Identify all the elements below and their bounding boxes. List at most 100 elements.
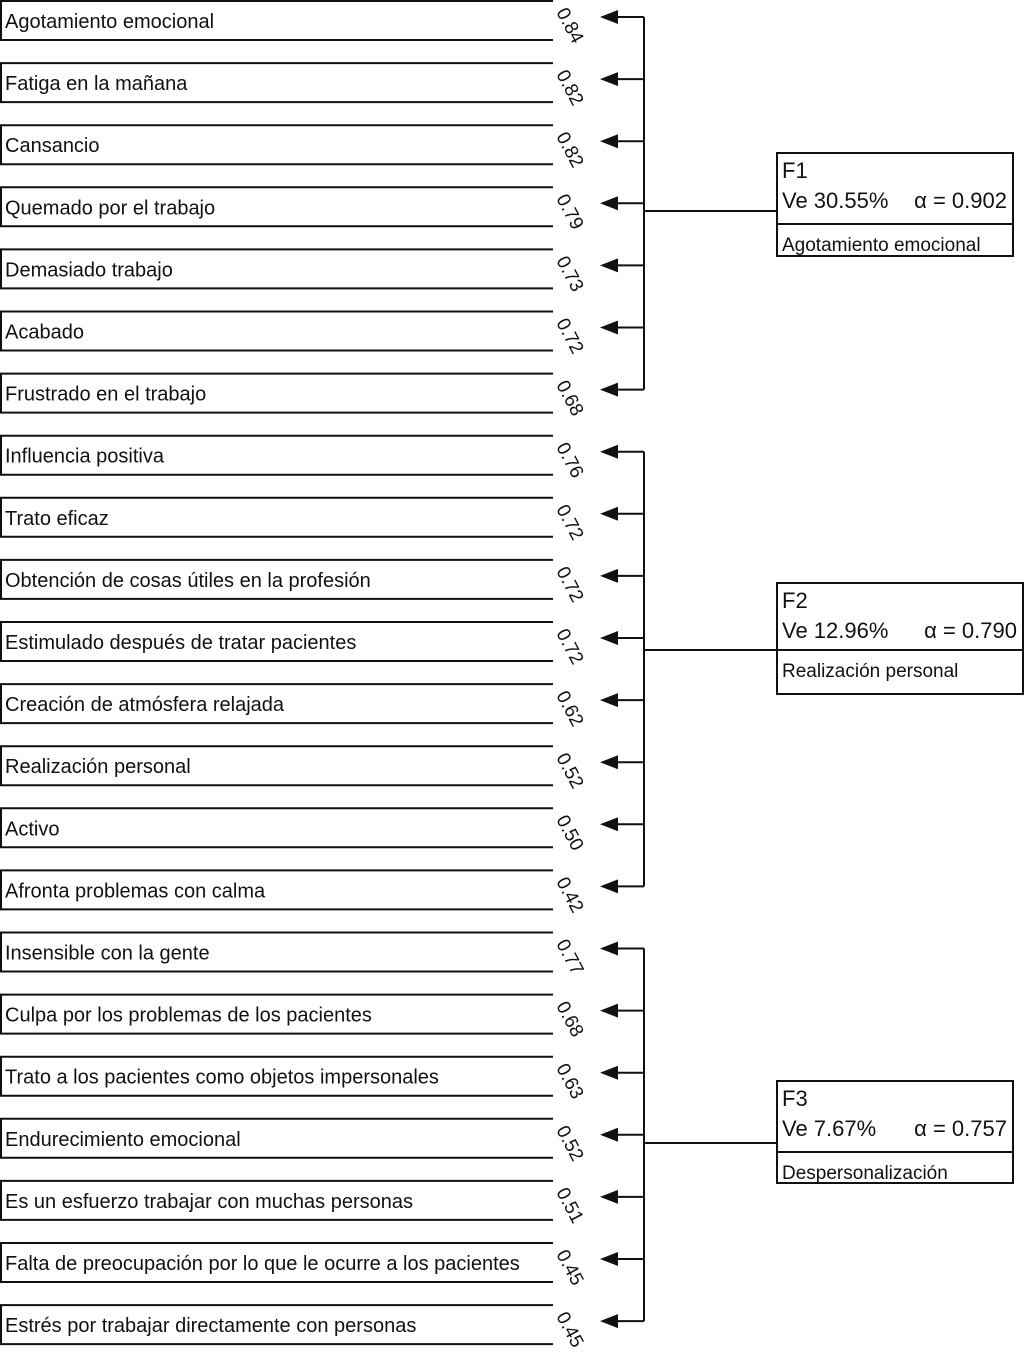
factor-box <box>776 152 1014 257</box>
factor-variance: Ve 7.67% <box>782 1116 876 1141</box>
item-label: Creación de atmósfera relajada <box>5 694 285 716</box>
loading-value: 0.62 <box>551 688 587 731</box>
factor-name: Agotamiento emocional <box>782 235 981 256</box>
item-label: Estrés por trabajar directamente con per… <box>5 1315 416 1337</box>
item-box <box>0 124 553 166</box>
item-box <box>0 869 553 911</box>
arrowhead-icon <box>600 444 618 459</box>
item-label: Trato a los pacientes como objetos imper… <box>5 1067 439 1089</box>
loading-value: 0.45 <box>551 1247 587 1290</box>
arrowhead-icon <box>600 1314 618 1329</box>
item-label: Insensible con la gente <box>5 943 210 965</box>
arrowhead-icon <box>600 1065 618 1080</box>
arrowhead-icon <box>600 1003 618 1018</box>
loading-value: 0.73 <box>551 253 587 296</box>
arrowhead-icon <box>600 10 618 24</box>
item-label: Estimulado después de tratar pacientes <box>5 632 356 654</box>
item-box <box>0 62 553 104</box>
item-box <box>0 248 553 290</box>
arrowhead-icon <box>600 755 618 770</box>
factor-box <box>776 1080 1014 1184</box>
loading-value: 0.68 <box>551 998 587 1041</box>
arrowhead-icon <box>600 941 618 956</box>
factor-box <box>776 582 1024 695</box>
item-label: Fatiga en la mañana <box>5 73 188 95</box>
item-label: Influencia positiva <box>5 446 165 468</box>
item-label: Culpa por los problemas de los pacientes <box>5 1005 372 1027</box>
item-box <box>0 1304 553 1346</box>
item-box <box>0 310 553 352</box>
arrowhead-icon <box>600 134 618 149</box>
item-label: Afronta problemas con calma <box>5 880 266 902</box>
arrowhead-icon <box>600 879 618 894</box>
arrowhead-icon <box>600 196 618 211</box>
arrowhead-icon <box>600 506 618 521</box>
factor-code: F2 <box>782 588 808 613</box>
factor-variance: Ve 12.96% <box>782 618 888 643</box>
item-box <box>0 621 553 662</box>
item-box <box>0 1117 553 1159</box>
arrowhead-icon <box>600 1127 618 1142</box>
factor-name: Despersonalización <box>782 1163 948 1184</box>
loading-value: 0.82 <box>551 129 587 172</box>
loading-value: 0.42 <box>551 874 587 917</box>
item-label: Obtención de cosas útiles en la profesió… <box>5 570 371 592</box>
item-label: Acabado <box>5 322 84 344</box>
item-label: Es un esfuerzo trabajar con muchas perso… <box>5 1191 413 1213</box>
item-label: Frustrado en el trabajo <box>5 384 206 406</box>
item-label: Realización personal <box>5 756 191 778</box>
item-label: Trato eficaz <box>5 508 109 530</box>
arrowhead-icon <box>600 631 618 645</box>
arrowhead-icon <box>600 320 618 335</box>
item-label: Activo <box>5 818 59 840</box>
arrowhead-icon <box>600 72 618 87</box>
item-box <box>0 558 553 600</box>
loading-value: 0.72 <box>551 626 587 669</box>
loading-value: 0.84 <box>551 5 587 48</box>
factor-alpha: α = 0.757 <box>914 1116 1007 1141</box>
loading-value: 0.76 <box>551 439 587 482</box>
arrowhead-icon <box>600 258 618 273</box>
item-box <box>0 1179 553 1221</box>
item-box <box>0 993 553 1035</box>
loading-value: 0.72 <box>551 501 587 544</box>
loading-value: 0.72 <box>551 315 587 358</box>
factor-code: F1 <box>782 158 808 183</box>
factor-alpha: α = 0.790 <box>924 618 1017 643</box>
arrowhead-icon <box>600 817 618 832</box>
loading-value: 0.72 <box>551 563 587 606</box>
item-box <box>0 186 553 228</box>
arrowhead-icon <box>600 693 618 708</box>
loading-value: 0.79 <box>551 191 587 234</box>
item-label: Cansancio <box>5 135 100 157</box>
item-label: Quemado por el trabajo <box>5 197 215 219</box>
item-box <box>0 372 553 414</box>
item-label: Endurecimiento emocional <box>5 1129 241 1151</box>
item-box <box>0 0 553 41</box>
factor-alpha: α = 0.902 <box>914 188 1007 213</box>
item-box <box>0 496 553 538</box>
loading-value: 0.52 <box>551 750 587 793</box>
factor-name: Realización personal <box>782 661 958 682</box>
arrowhead-icon <box>600 382 618 397</box>
arrowhead-icon <box>600 568 618 583</box>
arrowhead-icon <box>600 1252 618 1266</box>
loading-value: 0.77 <box>551 936 587 979</box>
loading-value: 0.68 <box>551 377 587 420</box>
arrowhead-icon <box>600 1189 618 1204</box>
loading-value: 0.51 <box>551 1184 587 1227</box>
item-box <box>0 1242 553 1283</box>
item-label: Falta de preocupación por lo que le ocur… <box>5 1253 520 1275</box>
item-box <box>0 745 553 787</box>
loading-value: 0.45 <box>551 1309 587 1352</box>
item-box <box>0 931 553 973</box>
loading-value: 0.82 <box>551 67 587 110</box>
factor-code: F3 <box>782 1086 808 1111</box>
item-label: Agotamiento emocional <box>5 11 214 33</box>
loading-value: 0.63 <box>551 1060 587 1103</box>
factor-variance: Ve 30.55% <box>782 188 888 213</box>
item-box <box>0 807 553 849</box>
item-label: Demasiado trabajo <box>5 259 173 281</box>
loading-value: 0.50 <box>551 812 587 855</box>
